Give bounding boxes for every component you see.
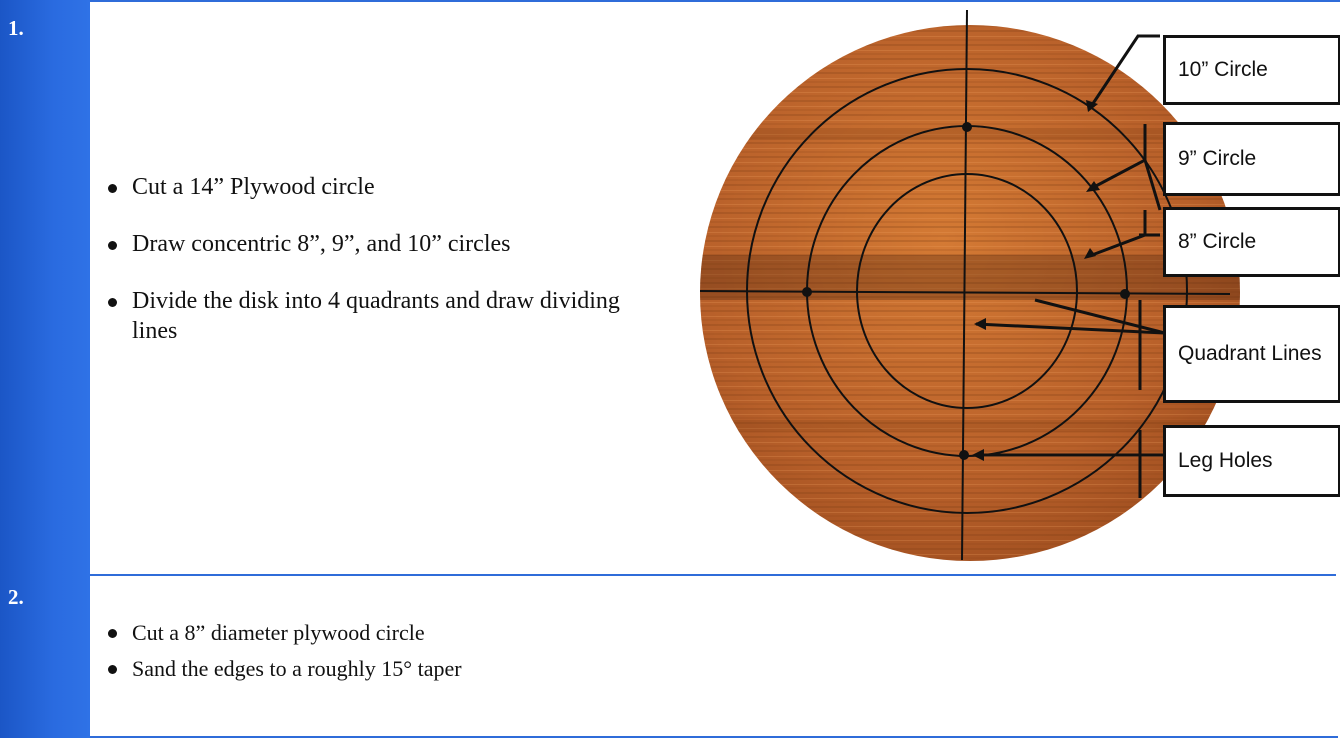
plywood-disk-drawing <box>699 9 1240 561</box>
bottom-rule <box>90 736 1338 738</box>
quadrant-lines-callout: Quadrant Lines <box>1163 305 1340 403</box>
step-2-instructions: Cut a 8” diameter plywood circle Sand th… <box>104 618 664 690</box>
step-1-instructions: Cut a 14” Plywood circle Draw concentric… <box>104 172 664 373</box>
leg-hole-right <box>1120 289 1130 299</box>
leg-hole-top <box>962 122 972 132</box>
step-1-number: 1. <box>8 16 24 40</box>
ten-inch-circle-callout: 10” Circle <box>1163 35 1340 105</box>
plywood-disk-figure: 10” Circle 9” Circle 8” Circle Quadrant … <box>690 0 1340 580</box>
leg-holes-callout: Leg Holes <box>1163 425 1340 497</box>
top-rule <box>90 0 1340 2</box>
instruction-sand-taper: Sand the edges to a roughly 15° taper <box>104 654 664 684</box>
instruction-cut-circle: Cut a 14” Plywood circle <box>104 172 664 202</box>
leg-hole-bottom <box>959 450 969 460</box>
step-sidebar <box>0 0 90 738</box>
leg-hole-left <box>802 287 812 297</box>
vertical-quadrant-line <box>961 9 968 561</box>
instruction-draw-circles: Draw concentric 8”, 9”, and 10” circles <box>104 229 664 259</box>
nine-inch-circle-callout: 9” Circle <box>1163 122 1340 196</box>
instruction-cut-small-circle: Cut a 8” diameter plywood circle <box>104 618 664 648</box>
step-divider <box>90 574 1336 576</box>
instruction-divide-quadrants: Divide the disk into 4 quadrants and dra… <box>104 286 664 346</box>
eight-inch-circle-callout: 8” Circle <box>1163 207 1340 277</box>
step-2-number: 2. <box>8 585 24 609</box>
horizontal-quadrant-line <box>699 290 1231 295</box>
